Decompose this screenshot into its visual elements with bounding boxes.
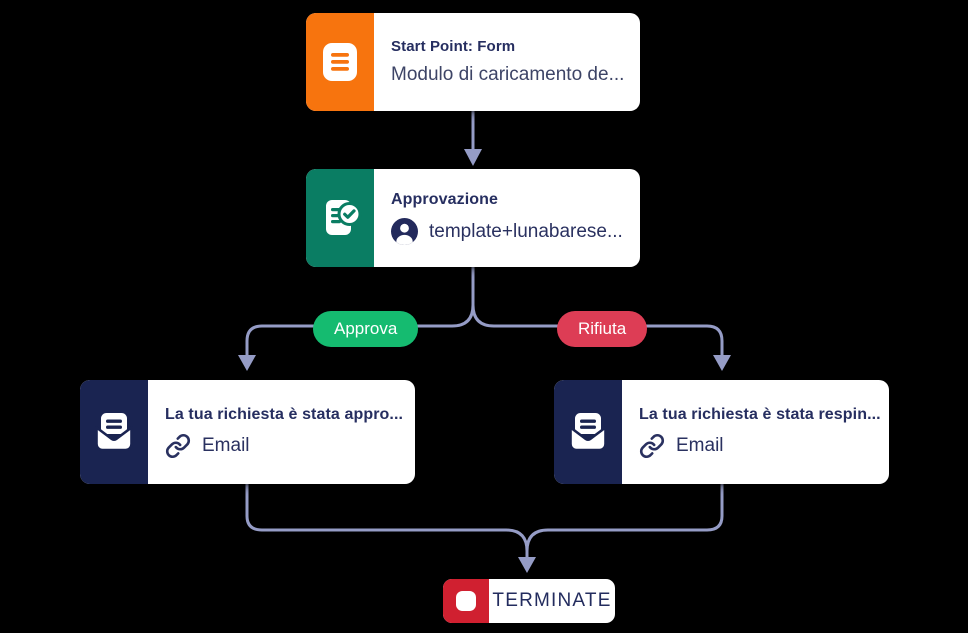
approver-avatar-icon bbox=[391, 218, 418, 245]
approve-pill-text: Approva bbox=[334, 319, 398, 338]
approval-icon bbox=[326, 200, 362, 235]
approval-node-title: Approvazione bbox=[391, 191, 498, 208]
node-start-point[interactable]: Start Point: Form Modulo di caricamento … bbox=[306, 13, 640, 111]
terminate-label: TERMINATE bbox=[492, 590, 612, 611]
link-icon bbox=[165, 433, 191, 458]
stop-icon bbox=[456, 591, 476, 611]
connector-approved-to-terminate bbox=[245, 484, 529, 558]
arrowhead-into-approval bbox=[464, 149, 482, 166]
email-icon-panel bbox=[554, 380, 622, 484]
approval-icon-panel bbox=[306, 169, 374, 267]
email-icon bbox=[95, 413, 133, 452]
connector-arrowheads bbox=[238, 149, 731, 573]
form-icon-panel bbox=[306, 13, 374, 111]
branch-label-reject[interactable]: Rifiuta bbox=[557, 311, 648, 347]
reject-pill-text: Rifiuta bbox=[578, 319, 627, 338]
node-email-rejected[interactable]: La tua richiesta è stata respin... Email bbox=[554, 380, 889, 484]
start-node-form-name: Modulo di caricamento de... bbox=[391, 64, 625, 85]
email-icon-panel bbox=[80, 380, 148, 484]
email-icon bbox=[569, 413, 607, 452]
start-node-title: Start Point: Form bbox=[391, 38, 516, 55]
arrowhead-into-rejected-email bbox=[713, 355, 731, 371]
branch-label-approve[interactable]: Approva bbox=[313, 311, 419, 347]
arrowhead-into-approved-email bbox=[238, 355, 256, 371]
approved-email-title: La tua richiesta è stata appro... bbox=[165, 405, 404, 423]
connector-rejected-to-terminate bbox=[525, 484, 724, 558]
approved-email-channel: Email bbox=[202, 434, 250, 456]
link-icon bbox=[639, 433, 665, 458]
node-terminate[interactable]: TERMINATE bbox=[443, 579, 615, 623]
stop-icon-panel bbox=[443, 579, 489, 623]
rejected-email-channel: Email bbox=[676, 434, 724, 456]
arrowhead-into-terminate bbox=[518, 557, 536, 573]
form-icon bbox=[323, 43, 357, 81]
rejected-email-title: La tua richiesta è stata respin... bbox=[639, 405, 881, 423]
node-approval[interactable]: Approvazione template+lunabarese... bbox=[306, 169, 640, 267]
approver-email: template+lunabarese... bbox=[429, 220, 623, 242]
node-email-approved[interactable]: La tua richiesta è stata appro... Email bbox=[80, 380, 415, 484]
